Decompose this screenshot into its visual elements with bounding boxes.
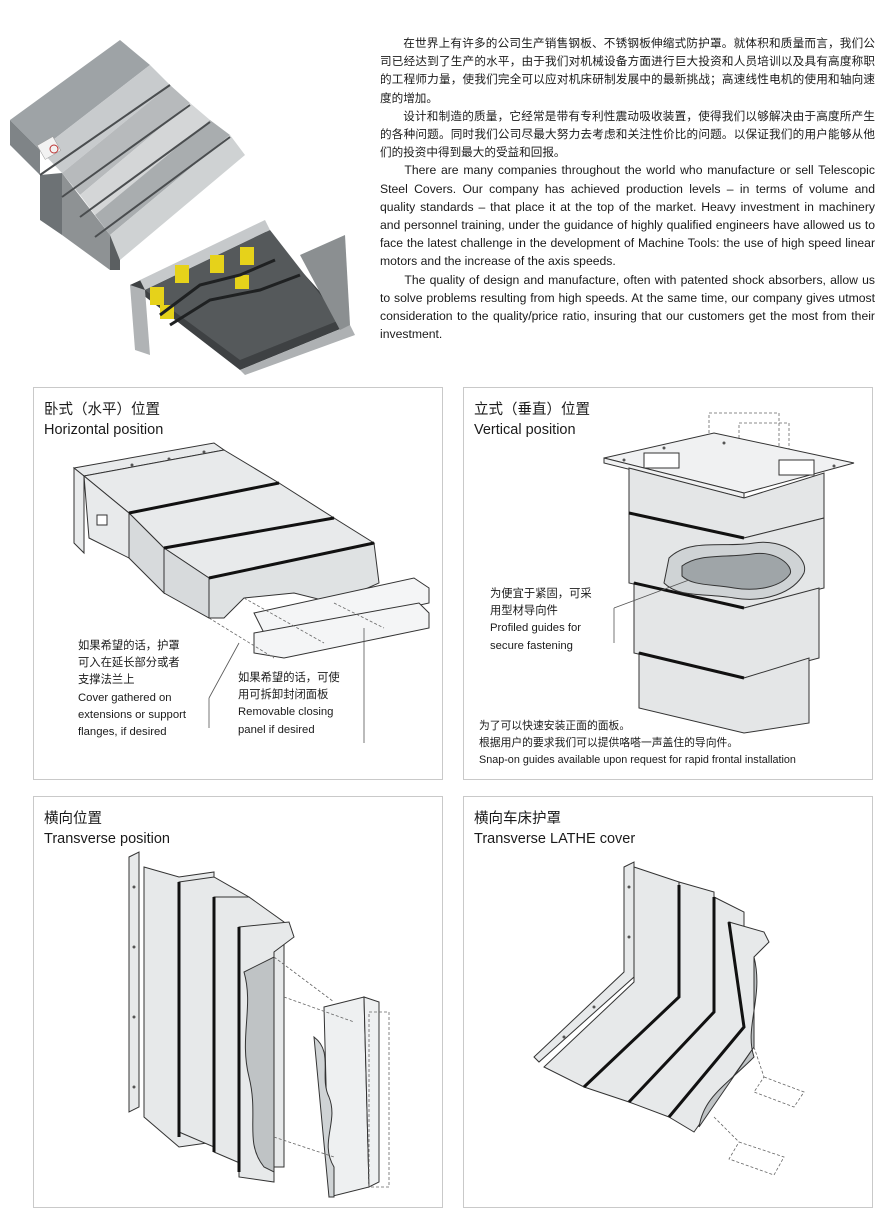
caption-line: flanges, if desired	[78, 726, 167, 739]
lathe-title-en: Transverse LATHE cover	[474, 831, 636, 847]
lathe-panel-title: 横向车床护罩 Transverse LATHE cover	[474, 809, 635, 849]
vertical-position-panel: 立式（垂直）位置 Vertical position 为	[463, 387, 873, 780]
caption-line: 用可拆卸封闭面板	[238, 689, 329, 702]
transverse-panel-title: 横向位置 Transverse position	[44, 809, 170, 849]
photo-steel-cover-top	[10, 40, 245, 270]
horizontal-title-zh: 卧式（水平）位置	[44, 402, 160, 418]
horizontal-caption-right: 如果希望的话，可使 用可拆卸封闭面板 Removable closing pan…	[238, 670, 340, 739]
caption-line: Snap-on guides available upon request fo…	[479, 754, 796, 767]
vertical-title-en: Vertical position	[474, 422, 576, 438]
caption-line: Profiled guides for	[490, 622, 582, 635]
caption-line: 如果希望的话，护罩	[78, 640, 180, 652]
caption-line: 用型材导向件	[490, 605, 558, 618]
vertical-caption-bottom: 为了可以快速安装正面的面板。 根据用户的要求我们可以提供咯嗒一声盖住的导向件。 …	[479, 718, 796, 770]
caption-line: extensions or support	[78, 708, 187, 721]
horizontal-cover-diagram	[72, 442, 430, 743]
vertical-caption-guides: 为便宜于紧固，可采 用型材导向件 Profiled guides for sec…	[490, 586, 592, 655]
transverse-lathe-panel: 横向车床护罩 Transverse LATHE cover	[463, 796, 873, 1208]
intro-zh-paragraph-1: 在世界上有许多的公司生产销售钢板、不锈钢板伸缩式防护罩。就体积和质量而言，我们公…	[380, 36, 875, 105]
transverse-position-panel: 横向位置 Transverse position	[33, 796, 443, 1208]
vertical-cover-diagram	[603, 412, 855, 734]
caption-line: 根据用户的要求我们可以提供咯嗒一声盖住的导向件。	[479, 737, 739, 750]
vertical-title-zh: 立式（垂直）位置	[474, 402, 590, 418]
caption-line: 为了可以快速安装正面的面板。	[479, 720, 631, 732]
lathe-title-zh: 横向车床护罩	[474, 811, 561, 827]
caption-line: Removable closing	[238, 706, 334, 719]
horizontal-panel-title: 卧式（水平）位置 Horizontal position	[44, 400, 163, 440]
transverse-title-en: Transverse position	[44, 831, 170, 847]
caption-line: secure fastening	[490, 639, 573, 652]
intro-en-paragraph-1: There are many companies throughout the …	[380, 163, 875, 269]
transverse-title-zh: 横向位置	[44, 811, 102, 827]
caption-line: Cover gathered on	[78, 691, 172, 704]
caption-line: 支撑法兰上	[78, 674, 135, 687]
horizontal-caption-left: 如果希望的话，护罩 可入在延长部分或者 支撑法兰上 Cover gathered…	[78, 638, 186, 741]
vertical-panel-title: 立式（垂直）位置 Vertical position	[474, 400, 590, 440]
caption-line: 可入在延长部分或者	[78, 657, 180, 670]
intro-zh-paragraph-2: 设计和制造的质量，它经常是带有专利性震动吸收装置，使得我们以够解决由于高度所产生…	[380, 108, 875, 160]
product-photo-illustration	[10, 40, 355, 375]
intro-en-paragraph-2: The quality of design and manufacture, o…	[380, 272, 875, 342]
product-photos	[0, 25, 370, 375]
horizontal-title-en: Horizontal position	[44, 422, 164, 438]
caption-line: panel if desired	[238, 723, 315, 736]
transverse-cover-diagram	[128, 851, 390, 1198]
horizontal-position-panel: 卧式（水平）位置 Horizontal position	[33, 387, 443, 780]
photo-steel-cover-bottom	[130, 220, 355, 375]
caption-line: 为便宜于紧固，可采	[490, 588, 592, 600]
caption-line: 如果希望的话，可使	[238, 672, 340, 684]
intro-text: 在世界上有许多的公司生产销售钢板、不锈钢板伸缩式防护罩。就体积和质量而言，我们公…	[380, 34, 875, 343]
lathe-cover-diagram	[533, 861, 805, 1176]
